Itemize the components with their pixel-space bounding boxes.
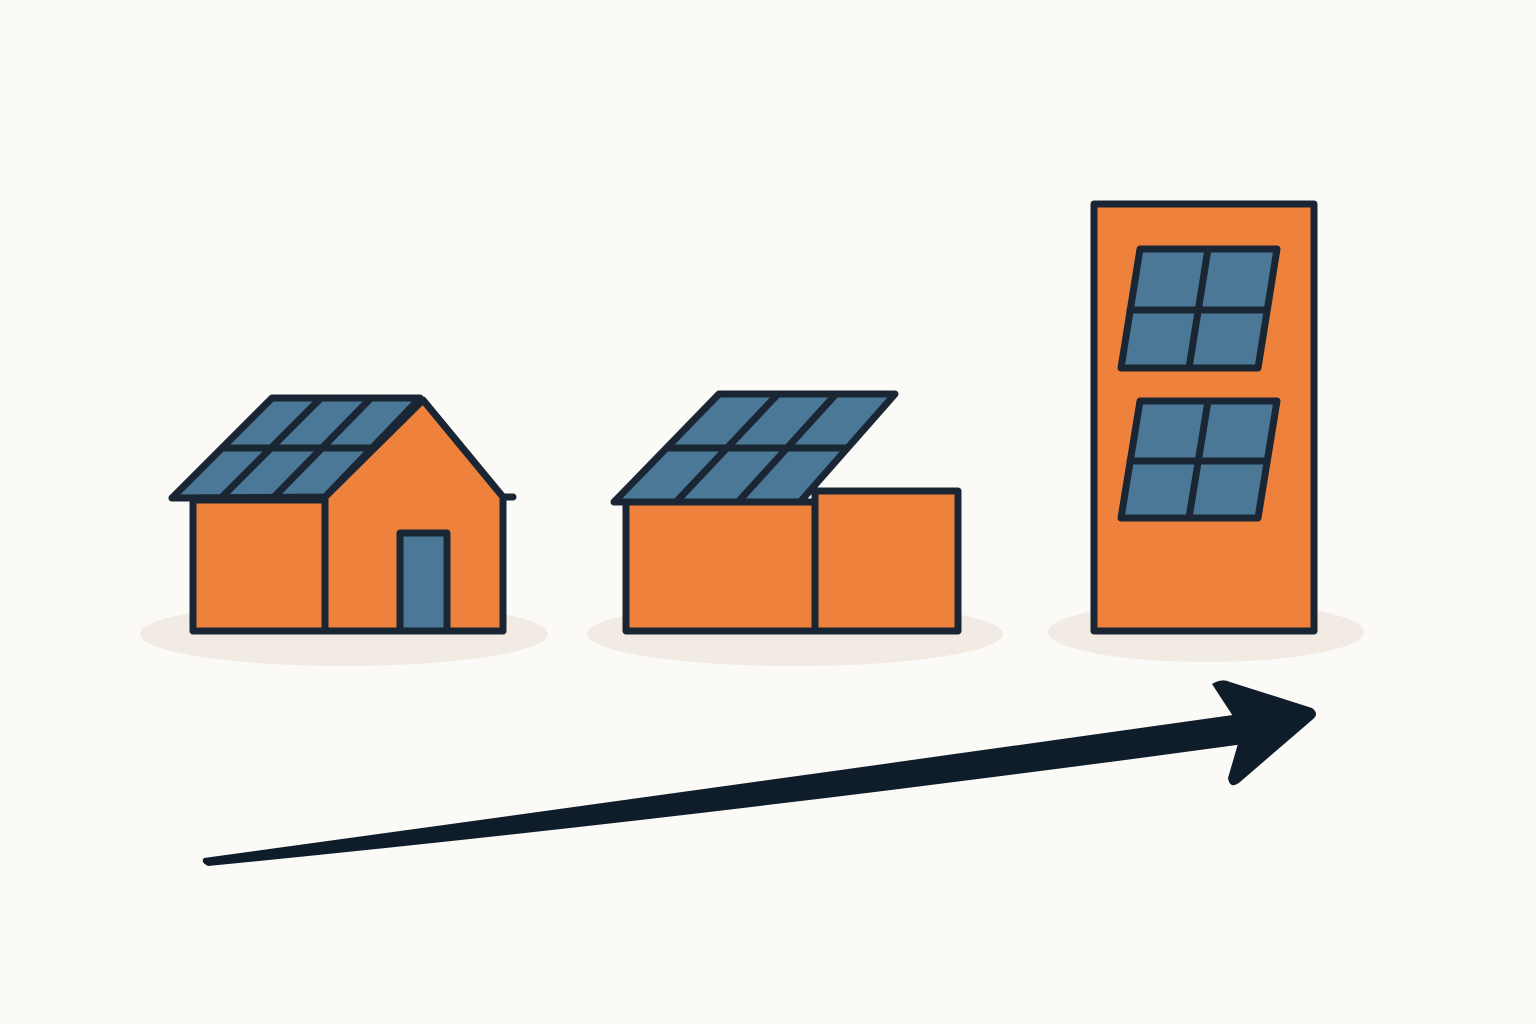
house-left-wall <box>189 496 329 635</box>
flat-roof-building <box>610 390 962 635</box>
flat-building-main <box>622 498 819 635</box>
arrow-shaft <box>202 714 1245 866</box>
arrowhead-icon <box>1212 680 1316 786</box>
tall-building <box>1090 200 1318 635</box>
house-door <box>396 529 451 635</box>
house-gable-wall <box>321 396 507 635</box>
house-panel-grid <box>218 394 376 501</box>
small-house <box>168 394 517 635</box>
flat-building-annex <box>811 487 962 635</box>
flat-building-panel-grid <box>663 390 851 506</box>
growth-arrow <box>202 680 1316 866</box>
